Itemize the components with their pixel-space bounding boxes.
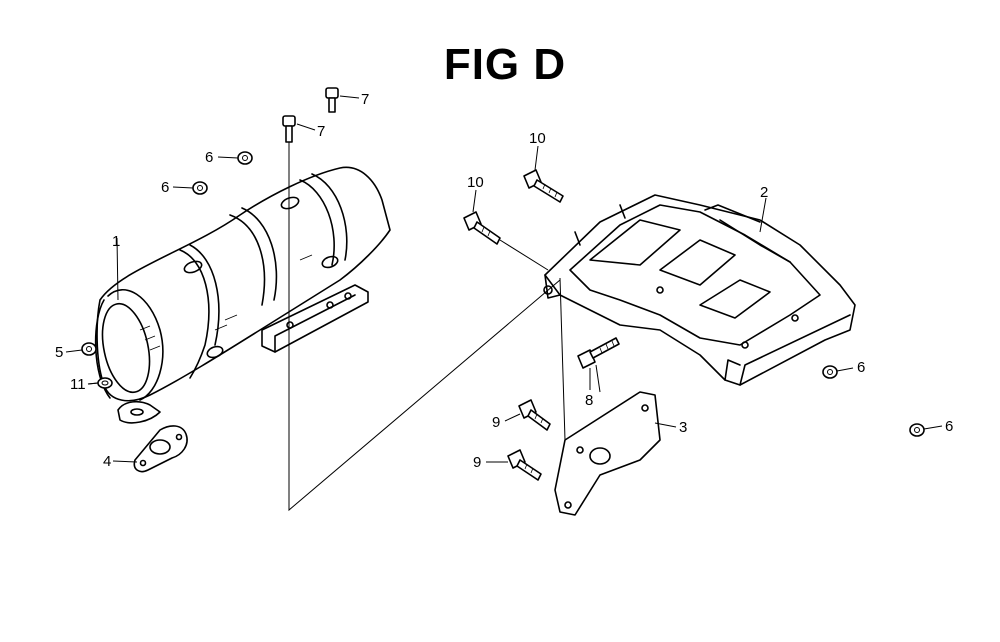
assembly-guide-lines xyxy=(288,142,601,512)
callout-5: 5 xyxy=(55,344,63,361)
callout-1: 1 xyxy=(112,233,120,250)
nut-5 xyxy=(81,342,97,356)
bolt-7-upper xyxy=(325,87,339,113)
nut-6-middle xyxy=(192,181,208,195)
bolt-9-upper xyxy=(518,399,551,431)
nut-6-upper xyxy=(237,151,253,165)
bolt-8 xyxy=(577,337,620,369)
callout-10: 10 xyxy=(529,130,546,147)
nut-6-far-right xyxy=(909,423,925,437)
muffler-gasket xyxy=(133,425,188,473)
callout-6: 6 xyxy=(857,359,865,376)
muffler-protector xyxy=(94,166,391,424)
muffler-cover xyxy=(543,194,856,386)
callout-9: 9 xyxy=(492,414,500,431)
callout-9: 9 xyxy=(473,454,481,471)
callout-6: 6 xyxy=(161,179,169,196)
figure-title: FIG D xyxy=(443,40,567,89)
muffler-bracket-plate xyxy=(554,391,661,516)
leader-lines xyxy=(65,95,943,463)
callout-4: 4 xyxy=(103,453,111,470)
nut-6-right xyxy=(822,365,838,379)
washer-11 xyxy=(97,377,113,389)
bolt-10-upper xyxy=(523,169,564,203)
callout-10: 10 xyxy=(467,174,484,191)
callout-8: 8 xyxy=(585,392,593,409)
callout-7: 7 xyxy=(317,123,325,140)
callout-2: 2 xyxy=(760,184,768,201)
callout-11: 11 xyxy=(70,376,86,393)
bolt-7-lower xyxy=(282,115,296,143)
bolt-10-lower xyxy=(463,211,501,245)
bolt-9-lower xyxy=(507,449,542,481)
callout-6: 6 xyxy=(945,418,953,435)
callout-3: 3 xyxy=(679,419,687,436)
callout-labels: 1 2 3 4 5 6 6 6 6 7 7 8 9 9 10 10 11 xyxy=(55,91,953,471)
callout-7: 7 xyxy=(361,91,369,108)
callout-6: 6 xyxy=(205,149,213,166)
